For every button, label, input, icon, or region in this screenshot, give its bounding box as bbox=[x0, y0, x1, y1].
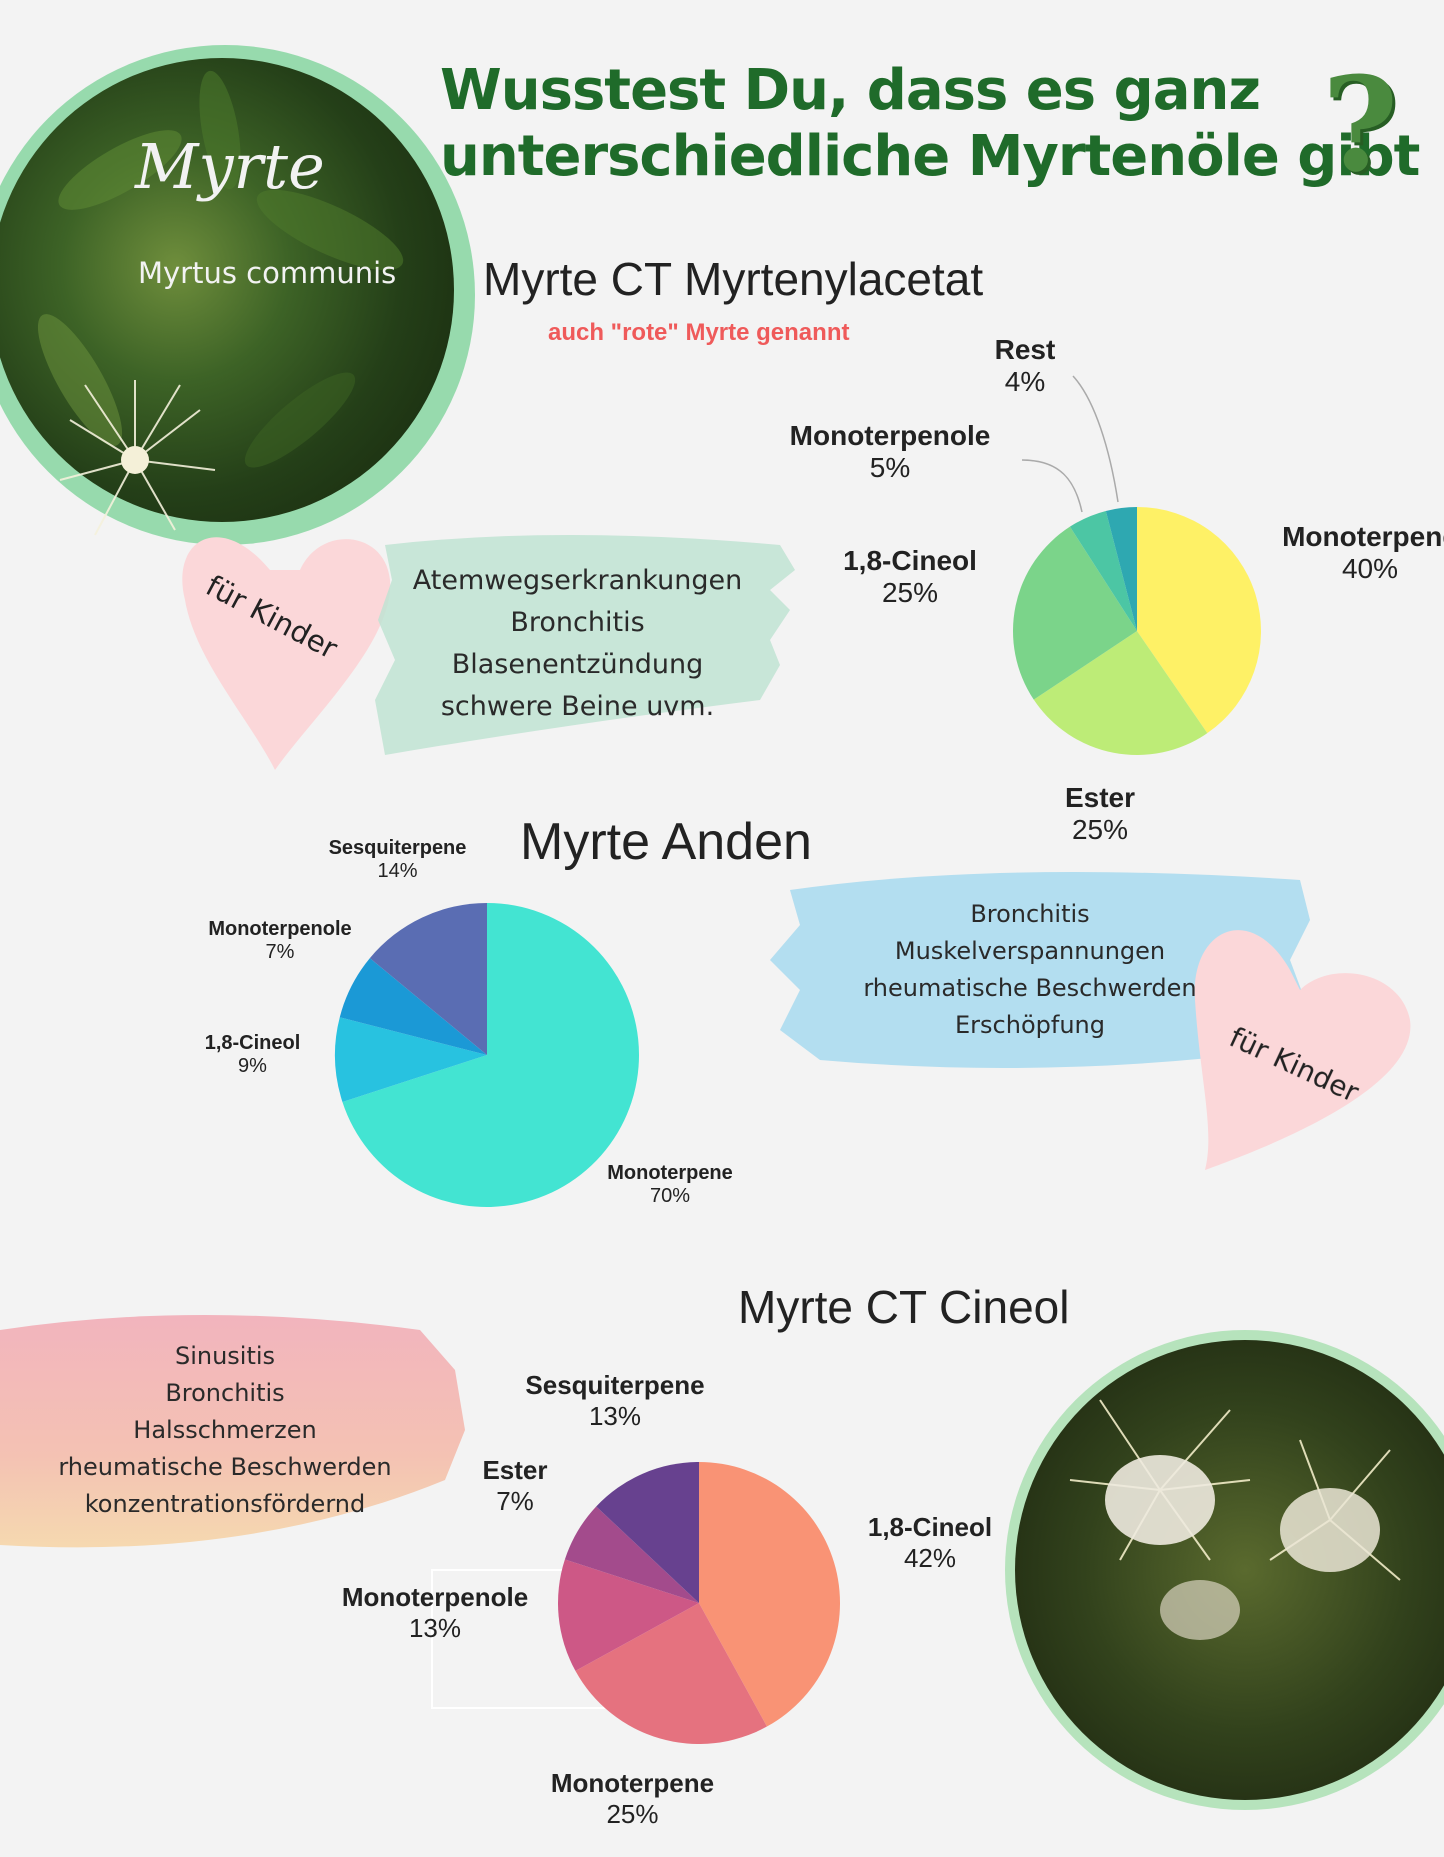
question-mark-icon: ? bbox=[1322, 48, 1399, 201]
heart-icon-2 bbox=[1194, 930, 1411, 1170]
heart-icon bbox=[182, 537, 391, 770]
leader-line bbox=[1072, 375, 1119, 503]
brush-stroke-pink bbox=[0, 1315, 465, 1548]
use-item: Sinusitis bbox=[174, 1342, 276, 1370]
pie-slice-1-8-cineol bbox=[335, 1017, 487, 1102]
use-item: schwere Beine uvm. bbox=[440, 691, 715, 722]
flower-center bbox=[121, 446, 149, 474]
pie-slice-1-8-cineol bbox=[1013, 526, 1137, 700]
pie-slice-monoterpene bbox=[342, 903, 639, 1207]
use-item: Halsschmerzen bbox=[133, 1416, 317, 1444]
use-item: konzentrationsfördernd bbox=[84, 1490, 366, 1518]
myrtle-photo-2 bbox=[1015, 1340, 1444, 1800]
brush-stroke-blue bbox=[770, 872, 1310, 1068]
uses-list-cineol: Sinusitis Bronchitis Halsschmerzen rheum… bbox=[40, 1338, 410, 1523]
leader-line bbox=[1021, 459, 1083, 513]
pie-slice-monoterpene bbox=[1137, 507, 1262, 734]
plant-latin-name: Myrtus communis bbox=[138, 256, 397, 290]
leaf-shapes bbox=[37, 70, 404, 468]
pie-slice-rest bbox=[1105, 507, 1137, 631]
headline-line2: unterschiedliche Myrtenöle gibt bbox=[440, 124, 1420, 189]
pie-slice-ester bbox=[564, 1506, 699, 1603]
plant-name: Myrte bbox=[135, 130, 325, 203]
section-title-myrtenylacetat: Myrte CT Myrtenylacetat bbox=[483, 253, 984, 305]
pie-slice-sesquiterpene bbox=[596, 1462, 699, 1603]
section-subtitle: auch "rote" Myrte genannt bbox=[548, 319, 850, 346]
headline-line1: Wusstest Du, dass es ganz bbox=[440, 58, 1261, 123]
uses-list-anden: Bronchitis Muskelverspannungen rheumatis… bbox=[835, 896, 1225, 1044]
use-item: rheumatische Beschwerden bbox=[58, 1453, 392, 1481]
use-item: Bronchitis bbox=[970, 900, 1090, 928]
use-item: Blasenentzündung bbox=[451, 649, 704, 680]
pie-slice-monoterpene bbox=[575, 1603, 767, 1744]
pie-slice-monoterpenole bbox=[1069, 510, 1137, 631]
uses-list-myrtenylacetat: Atemwegserkrankungen Bronchitis Blasenen… bbox=[385, 560, 770, 728]
pie-slice-ester bbox=[1033, 631, 1208, 755]
pie-slice-1-8-cineol bbox=[699, 1462, 840, 1727]
brush-stroke bbox=[375, 535, 795, 755]
use-item: Atemwegserkrankungen bbox=[412, 565, 743, 596]
pie-slice-sesquiterpene bbox=[369, 903, 487, 1055]
pie-chart-myrtenylacetat bbox=[1013, 507, 1262, 755]
use-item: Bronchitis bbox=[510, 607, 645, 638]
headline: Wusstest Du, dass es ganz unterschiedlic… bbox=[440, 58, 1420, 190]
pie-slice-monoterpenole bbox=[558, 1559, 699, 1671]
use-item: rheumatische Beschwerden bbox=[863, 974, 1197, 1002]
use-item: Erschöpfung bbox=[955, 1011, 1105, 1039]
section-title-cineol: Myrte CT Cineol bbox=[738, 1281, 1070, 1333]
pie-chart-cineol bbox=[558, 1462, 840, 1744]
pie-chart-anden bbox=[335, 903, 639, 1207]
section-title-anden: Myrte Anden bbox=[520, 813, 812, 871]
use-item: Muskelverspannungen bbox=[894, 937, 1166, 965]
pie-slice-monoterpenole bbox=[339, 958, 487, 1055]
use-item: Bronchitis bbox=[165, 1379, 285, 1407]
